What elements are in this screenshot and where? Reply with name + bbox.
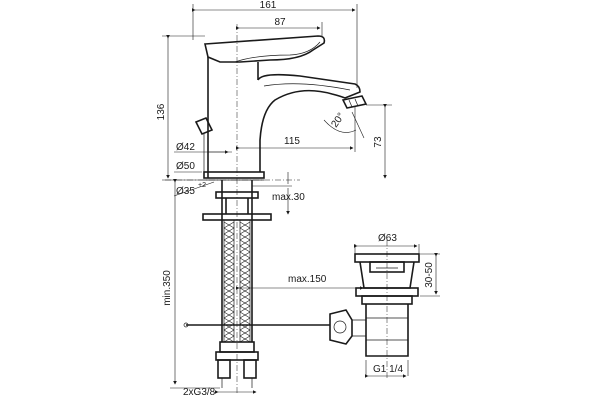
- label-overall-width: 161: [260, 0, 277, 11]
- label-max-150: max.150: [288, 274, 327, 285]
- label-total-height: 136: [156, 103, 167, 120]
- dimension-lines: [162, 4, 440, 394]
- hose-braid-line: [239, 317, 251, 325]
- hose-braid-line: [239, 245, 251, 253]
- hose-braid-line: [223, 257, 235, 265]
- hose-braid-line: [223, 281, 235, 289]
- label-angle: 20°: [329, 111, 347, 130]
- hose-braid-line: [239, 269, 251, 277]
- label-waste-diameter: Ø63: [378, 233, 397, 244]
- label-base-diameter: Ø50: [176, 161, 195, 172]
- hose-braid-line: [223, 311, 235, 319]
- hose-braid-line: [239, 233, 251, 241]
- waste-assembly: [329, 253, 420, 357]
- label-hole-tolerance: +2: [198, 182, 206, 189]
- hose-braid-line: [239, 263, 251, 271]
- hose-braid-line: [223, 329, 235, 337]
- label-waste-thread: G1 1/4: [373, 364, 403, 375]
- center-lines: [165, 24, 388, 395]
- label-waste-range: 30-50: [424, 262, 435, 288]
- hose-braid-line: [223, 299, 235, 307]
- label-spout-projection: 87: [274, 17, 286, 28]
- hose-braid-line: [223, 275, 235, 283]
- label-hole-diameter: Ø35: [176, 186, 195, 197]
- hose-braid-line: [239, 227, 251, 235]
- hose-braid-line: [223, 263, 235, 271]
- label-hose-thread: 2xG3/8: [183, 387, 216, 398]
- hose-braid-line: [223, 269, 235, 277]
- hose-braid-line: [239, 257, 251, 265]
- hose-braid-line: [239, 239, 251, 247]
- hose-braid-line: [223, 317, 235, 325]
- hose-braid-line: [239, 329, 251, 337]
- hose-braid-line: [223, 239, 235, 247]
- tap-body: [194, 35, 368, 181]
- label-max-thickness: max.30: [272, 192, 305, 203]
- hose-braid-line: [223, 251, 235, 259]
- hose-braid-line: [239, 293, 251, 301]
- hose-braid-line: [223, 293, 235, 301]
- hose-braid-line: [239, 305, 251, 313]
- hose-braid-line: [239, 299, 251, 307]
- hose-braid-line: [223, 245, 235, 253]
- hose-braid-line: [223, 335, 235, 343]
- label-reach: 115: [284, 136, 300, 147]
- hose-braid-line: [239, 275, 251, 283]
- hose-braid-line: [239, 251, 251, 259]
- hose-braid-line: [239, 311, 251, 319]
- hose-braid-line: [223, 287, 235, 295]
- hose-braid-line: [239, 335, 251, 343]
- hose-braid-line: [239, 221, 251, 229]
- hose-braid-line: [223, 227, 235, 235]
- hose-braid-line: [223, 221, 235, 229]
- label-min-hose: min.350: [162, 270, 173, 306]
- hose-braid-line: [223, 233, 235, 241]
- dimension-labels: 161 87 136 73 115 20° Ø42 Ø50 Ø35 +2 max…: [156, 0, 435, 398]
- label-body-diameter: Ø42: [176, 142, 195, 153]
- hose-braid-line: [223, 305, 235, 313]
- label-spout-height: 73: [373, 136, 384, 148]
